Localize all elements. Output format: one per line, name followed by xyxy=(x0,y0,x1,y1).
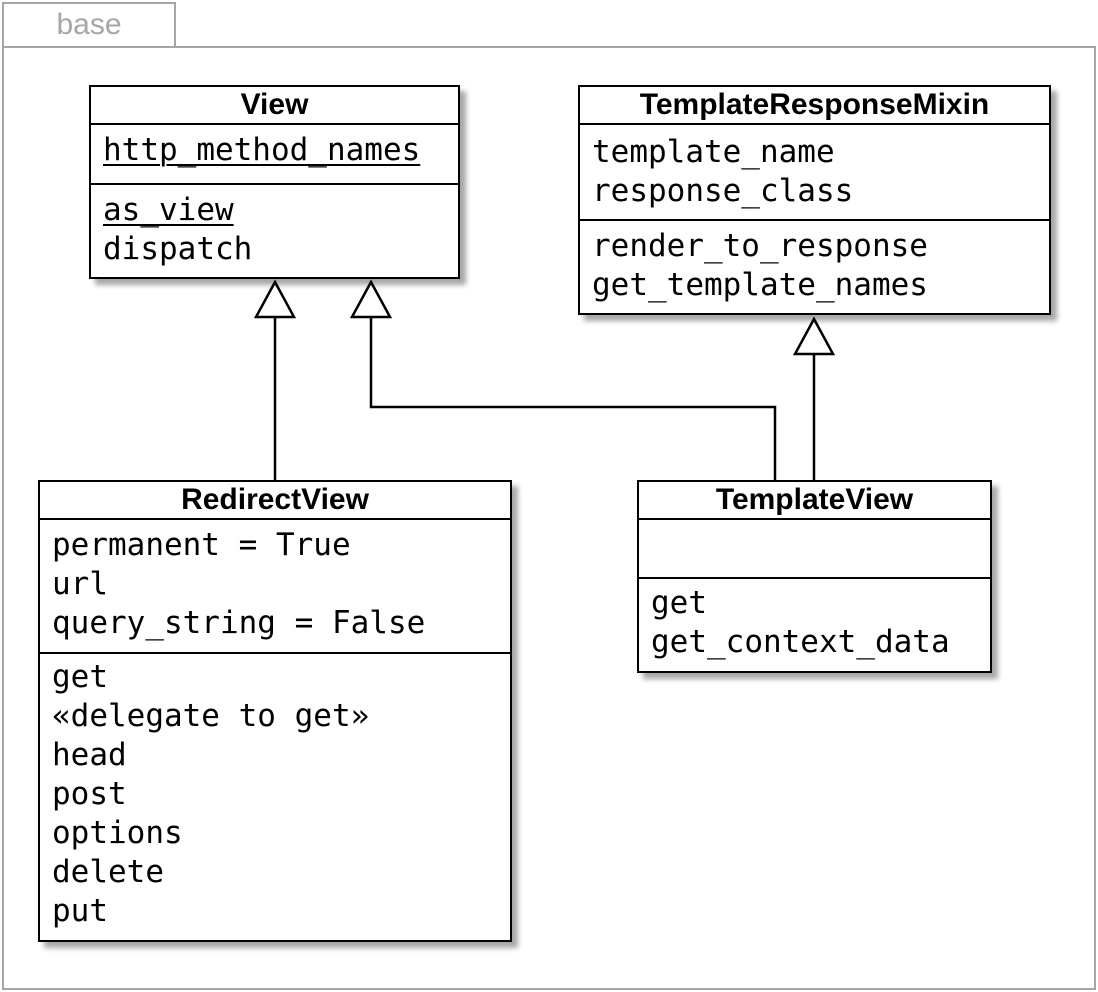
method: put xyxy=(52,893,108,929)
method: get xyxy=(52,659,108,695)
method: post xyxy=(52,776,127,812)
attribute: query_string = False xyxy=(52,605,426,641)
attribute: permanent = True xyxy=(52,527,351,563)
attributes-section xyxy=(639,520,990,579)
attribute: response_class xyxy=(592,173,854,209)
method: get_template_names xyxy=(592,267,928,303)
class-name: TemplateView xyxy=(639,482,990,520)
class-template-view: TemplateView get get_context_data xyxy=(637,480,992,673)
class-redirect-view: RedirectView permanent = True url query_… xyxy=(38,480,512,942)
method: render_to_response xyxy=(592,228,928,264)
attribute: url xyxy=(52,566,108,602)
methods-section: get «delegate to get» head post options … xyxy=(40,654,510,931)
class-name: View xyxy=(91,87,458,125)
method: options xyxy=(52,815,183,851)
class-view: View http_method_names as_view dispatch xyxy=(89,85,460,279)
method: delete xyxy=(52,854,164,890)
class-template-response-mixin: TemplateResponseMixin template_name resp… xyxy=(578,85,1051,315)
method: get_context_data xyxy=(651,624,950,660)
generalization-arrowhead xyxy=(792,316,836,356)
generalization-arrowhead xyxy=(349,279,393,319)
package-name: base xyxy=(56,8,122,41)
method: dispatch xyxy=(103,231,253,267)
methods-section: as_view dispatch xyxy=(91,185,458,269)
edge-templateview-to-view xyxy=(369,317,777,480)
generalization-arrowhead xyxy=(253,279,297,319)
class-name: TemplateResponseMixin xyxy=(580,87,1049,125)
attributes-section: http_method_names xyxy=(91,125,458,185)
package-frame xyxy=(2,46,1096,990)
method: «delegate to get» xyxy=(52,698,370,734)
attributes-section: template_name response_class xyxy=(580,125,1049,221)
method: as_view xyxy=(103,192,234,228)
attribute: http_method_names xyxy=(103,132,421,168)
methods-section: render_to_response get_template_names xyxy=(580,221,1049,305)
attributes-section: permanent = True url query_string = Fals… xyxy=(40,520,510,654)
methods-section: get get_context_data xyxy=(639,579,990,662)
method: head xyxy=(52,737,127,773)
method: get xyxy=(651,585,707,621)
class-name: RedirectView xyxy=(40,482,510,520)
attribute: template_name xyxy=(592,134,835,170)
package-tab: base xyxy=(2,2,176,46)
